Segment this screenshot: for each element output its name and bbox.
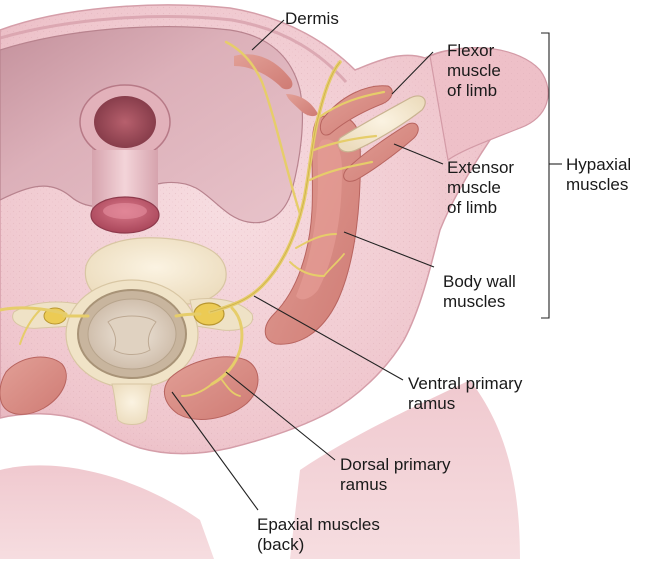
- label-body-wall-muscles: Body wall muscles: [443, 272, 516, 312]
- label-flexor-muscle: Flexor muscle of limb: [447, 41, 501, 101]
- spinous-process: [112, 384, 152, 425]
- label-dermis: Dermis: [285, 9, 339, 29]
- lower-body: [0, 465, 214, 559]
- label-extensor-muscle: Extensor muscle of limb: [447, 158, 514, 218]
- label-ventral-primary-ramus: Ventral primary ramus: [408, 374, 522, 414]
- label-dorsal-primary-ramus: Dorsal primary ramus: [340, 455, 451, 495]
- label-hypaxial-muscles: Hypaxial muscles: [566, 155, 631, 195]
- tube-lumen: [94, 96, 156, 148]
- label-epaxial-muscles: Epaxial muscles (back): [257, 515, 380, 555]
